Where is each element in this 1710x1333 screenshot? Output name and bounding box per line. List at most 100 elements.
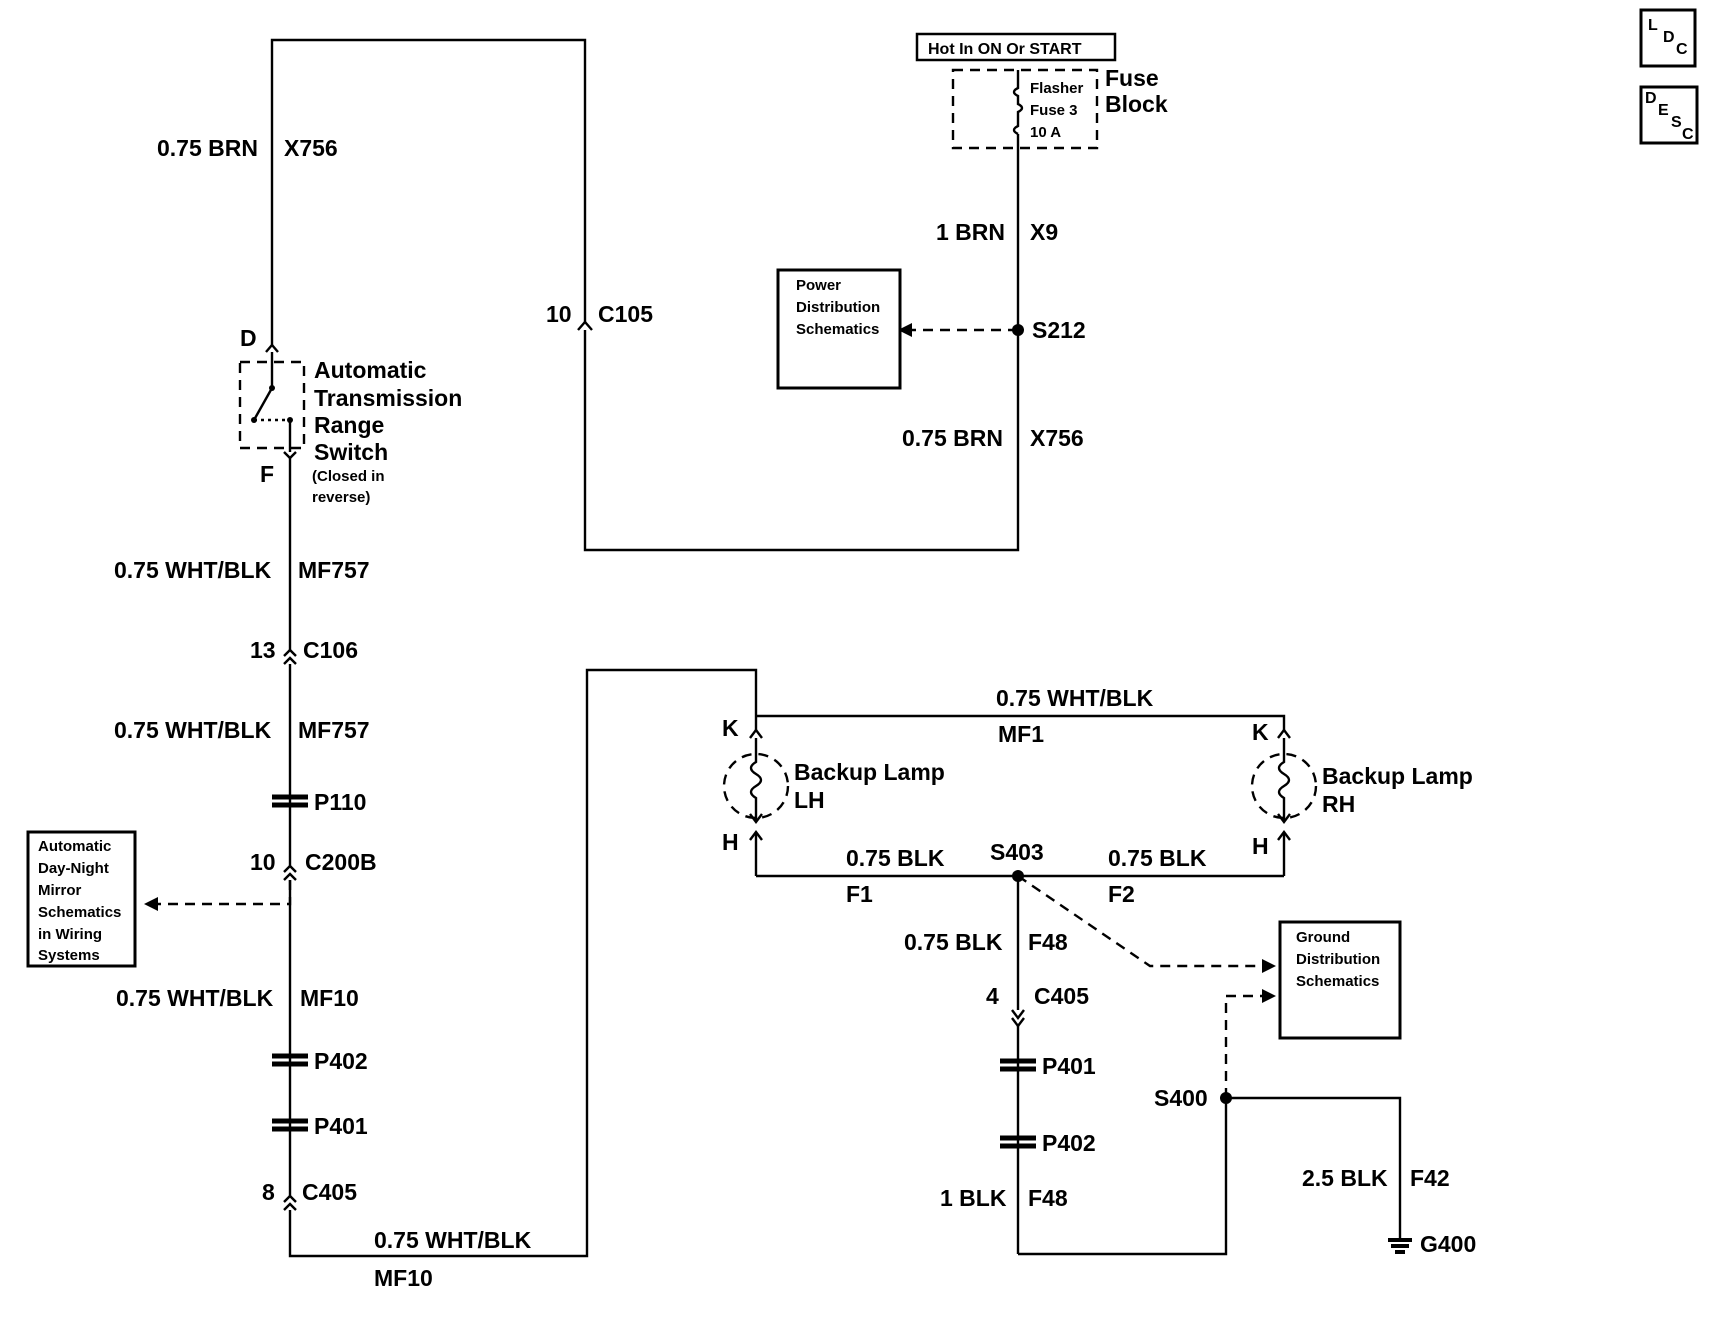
ldc-icon: L D C [1639,8,1697,68]
fuse-block-outline [951,68,1099,150]
hot-label-box: Hot In ON Or START [915,32,1117,62]
right-x756-circuit: X756 [1030,425,1084,451]
switch-blade-icon [252,387,274,421]
c405-left-pin: 8 [262,1179,275,1205]
desc-icon-letter-s: S [1671,114,1682,131]
p110-label: P110 [314,789,366,815]
mirror-box-line4: Schematics [38,904,121,921]
f2-gauge: 0.75 BLK [1108,845,1207,871]
mf757b-gauge: 0.75 WHT/BLK [114,717,272,743]
power-distribution-box[interactable]: Power Distribution Schematics [776,268,902,390]
f48-circuit: F48 [1028,929,1068,955]
f42-gauge: 2.5 BLK [1302,1165,1388,1191]
s403-label: S403 [990,839,1044,865]
bottom-gauge: 0.75 WHT/BLK [374,1227,532,1253]
mf757b-circuit: MF757 [298,717,370,743]
backup-lamps-circuit [722,714,1412,1256]
mirror-box-line6: Systems [38,947,100,964]
switch-note-line2: reverse) [312,489,370,506]
lamp-lh-pin-h: H [722,829,739,855]
c405-right-pin: 4 [986,983,999,1009]
s212-label: S212 [1032,317,1086,343]
mirror-box-line5: in Wiring [38,926,102,943]
mf1-circuit: MF1 [998,721,1044,747]
c405-right-label: C405 [1034,983,1089,1009]
p401-left-label: P401 [314,1113,368,1139]
fuse-block-name-line2: Block [1105,91,1168,117]
lamp-lh-pin-k: K [722,715,739,741]
switch-name-line3: Range [314,412,384,438]
fuse-block-name-line1: Fuse [1105,65,1159,91]
switch-pin-f-icon [283,451,297,460]
power-box-line1: Power [796,277,841,294]
c105-pin: 10 [546,301,572,327]
f2-circuit: F2 [1108,881,1135,907]
switch-name-line4: Switch [314,439,388,465]
p402-right-label: P402 [1042,1130,1096,1156]
power-box-line3: Schematics [796,321,879,338]
c106-pin: 13 [250,637,276,663]
fuse-label-line2: Fuse 3 [1030,102,1078,119]
switch-name-line1: Automatic [314,357,427,383]
left-top-gauge: 0.75 BRN [157,135,258,161]
lamp-lh-label-line2: LH [794,787,825,813]
lamp-rh-label-line2: RH [1322,791,1355,817]
desc-icon-letter-d: D [1645,90,1657,107]
fuse-icon [1012,70,1024,136]
lamp-rh-pin-k: K [1252,719,1269,745]
f48b-circuit: F48 [1028,1185,1068,1211]
mf1-gauge: 0.75 WHT/BLK [996,685,1154,711]
mirror-box-line2: Day-Night [38,860,109,877]
lamp-rh-label-line1: Backup Lamp [1322,763,1473,789]
bottom-circuit: MF10 [374,1265,433,1291]
desc-icon-letter-e: E [1658,102,1669,119]
ground-box-line3: Schematics [1296,973,1379,990]
s400-label: S400 [1154,1085,1208,1111]
left-top-circuit: X756 [284,135,338,161]
backup-lamp-lh-icon [722,752,790,820]
c105-label: C105 [598,301,653,327]
ldc-icon-letter-d: D [1663,29,1675,46]
fuse-block: Flasher Fuse 3 10 A Fuse Block [951,65,1168,150]
switch-note-line1: (Closed in [312,468,385,485]
switch-pin-f: F [260,461,274,487]
ground-box-line1: Ground [1296,929,1350,946]
top-circuit-wires [270,38,1024,552]
mf10-gauge: 0.75 WHT/BLK [116,985,274,1011]
ldc-icon-letter-c: C [1676,41,1688,58]
switch-name-line2: Transmission [314,385,462,411]
x9-circuit: X9 [1030,219,1058,245]
fuse-label-line3: 10 A [1030,124,1061,141]
left-harness [144,648,758,1258]
f1-gauge: 0.75 BLK [846,845,945,871]
c405-left-connector-icon [283,1202,297,1211]
desc-icon: D E S C [1639,85,1699,145]
c106-connector-icon [283,656,297,665]
p402-left-label: P402 [314,1048,368,1074]
f48-gauge: 0.75 BLK [904,929,1003,955]
fuse-label-line1: Flasher [1030,80,1084,97]
s212-splice-dot [1012,324,1024,336]
f48b-gauge: 1 BLK [940,1185,1007,1211]
f42-circuit: F42 [1410,1165,1450,1191]
ground-box-line2: Distribution [1296,951,1380,968]
right-x756-gauge: 0.75 BRN [902,425,1003,451]
mf757a-circuit: MF757 [298,557,370,583]
c405-right-connector-icon [1011,1009,1025,1020]
range-switch-outline [238,360,306,450]
mf10-circuit: MF10 [300,985,359,1011]
ground-distribution-box[interactable]: Ground Distribution Schematics [1278,920,1402,1040]
hot-label: Hot In ON Or START [928,41,1082,58]
mirror-schematics-box[interactable]: Automatic Day-Night Mirror Schematics in… [26,830,137,968]
mirror-box-line1: Automatic [38,838,111,855]
x9-gauge: 1 BRN [936,219,1005,245]
switch-pin-d: D [240,325,257,351]
power-box-line2: Distribution [796,299,880,316]
switch-pin-d-icon [265,343,279,353]
mf757a-gauge: 0.75 WHT/BLK [114,557,272,583]
g400-label: G400 [1420,1231,1476,1257]
p401-right-label: P401 [1042,1053,1096,1079]
c200b-label: C200B [305,849,377,875]
